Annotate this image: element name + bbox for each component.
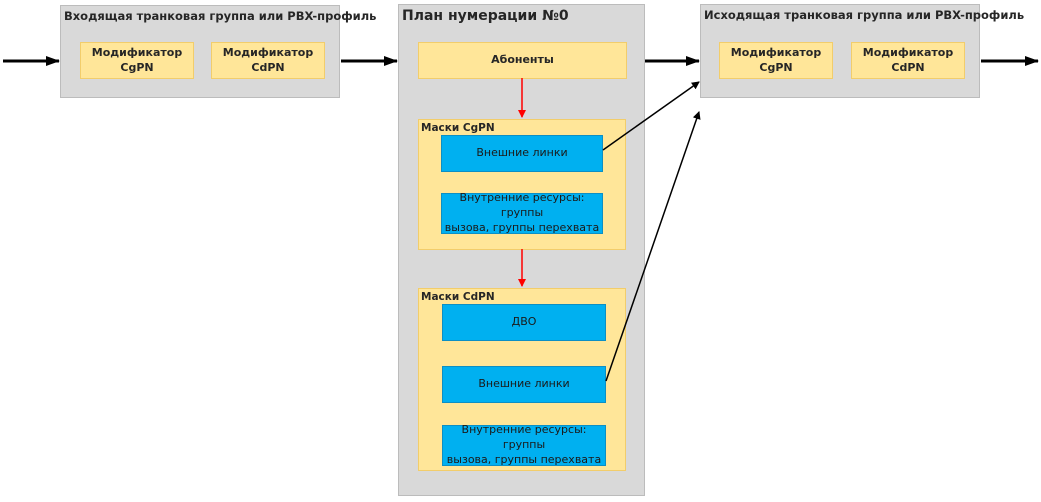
subscribers-box: Абоненты: [418, 42, 627, 79]
numbering-plan-title: План нумерации №0: [402, 8, 569, 24]
outgoing-mod-cdpn: Модификатор CdPN: [851, 42, 965, 79]
cdpn-internal-resources: Внутренние ресурсы: группы вызова, групп…: [442, 423, 606, 466]
incoming-trunk-panel: Входящая транковая группа или PBX-профил…: [60, 5, 376, 98]
incoming-mod-cdpn: Модификатор CdPN: [211, 42, 325, 79]
cgpn-external-links: Внешние линки: [441, 135, 603, 172]
cgpn-masks-group: Маски CgPN Внешние линки Внутренние ресу…: [418, 119, 626, 250]
incoming-trunk-title: Входящая транковая группа или PBX-профил…: [64, 9, 377, 23]
cdpn-masks-group: Маски CdPN ДВО Внешние линки Внутренние …: [418, 288, 626, 471]
arrow-cgpn-links-to-outgoing: [602, 81, 700, 151]
arrow-cdpn-links-to-outgoing: [605, 111, 701, 382]
outgoing-trunk-title: Исходящая транковая группа или PBX-профи…: [704, 8, 1025, 22]
cdpn-masks-title: Маски CdPN: [421, 291, 495, 303]
cgpn-masks-title: Маски CgPN: [421, 122, 495, 134]
cdpn-dvo-box: ДВО: [442, 304, 606, 341]
cdpn-external-links: Внешние линки: [442, 366, 606, 403]
incoming-mod-cgpn: Модификатор CgPN: [80, 42, 194, 79]
cgpn-internal-resources: Внутренние ресурсы: группы вызова, групп…: [441, 191, 603, 234]
outgoing-mod-cgpn: Модификатор CgPN: [719, 42, 833, 79]
outgoing-trunk-panel: Исходящая транковая группа или PBX-профи…: [700, 4, 1024, 98]
